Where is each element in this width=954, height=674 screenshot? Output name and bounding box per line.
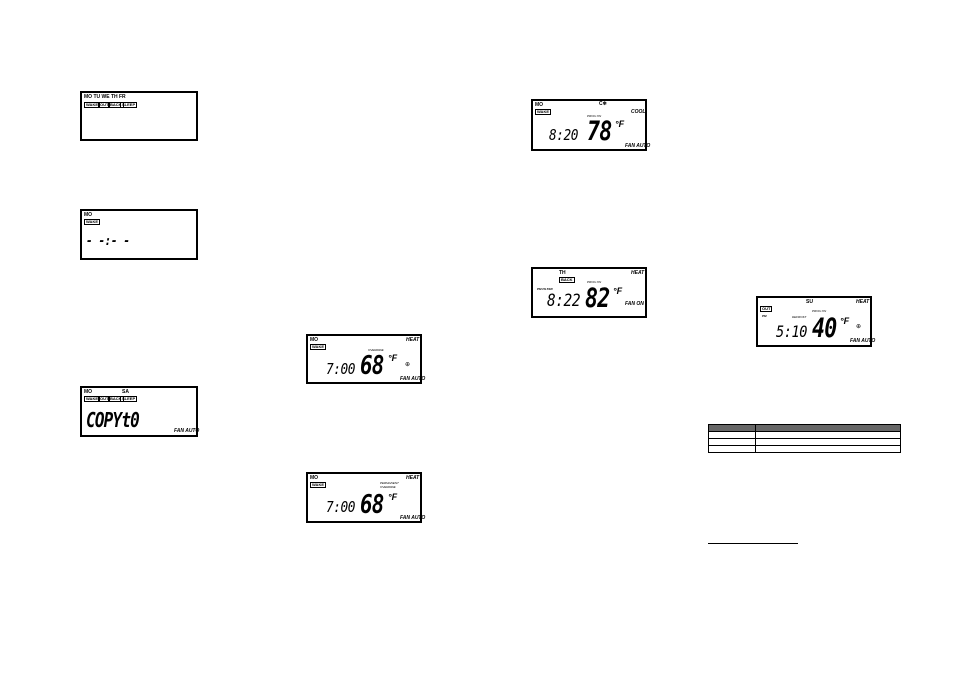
- lcd-time: 7:00: [326, 498, 356, 516]
- lcd-permanent-override: MO HEAT WAKE PERMANENT OVERRIDE 7:00 68 …: [306, 472, 426, 523]
- table-cell: [755, 438, 901, 446]
- table-header-cell: [755, 424, 901, 432]
- lcd-day-to: SA: [122, 389, 129, 395]
- lcd-temp-unit: °F: [840, 316, 850, 326]
- lcd-temp: 82: [585, 283, 610, 314]
- lcd-day: MO: [310, 337, 319, 343]
- lcd-tag-out: OUT: [98, 102, 111, 108]
- lcd-pm: PM: [762, 314, 767, 318]
- lcd-time-blank: MO WAKE - -:- -: [80, 209, 198, 260]
- lcd-tag-sleep: SLEEP: [120, 396, 138, 402]
- lcd-day-from: MO: [84, 389, 93, 395]
- lcd-tag-back: BACK: [108, 102, 124, 108]
- lcd-day: MO: [535, 102, 544, 108]
- lcd-time: 7:00: [326, 360, 356, 378]
- table-header-row: [708, 424, 901, 432]
- lcd-tag-wake: WAKE: [84, 219, 100, 225]
- lcd-mode: COOL: [631, 109, 646, 115]
- lcd-defrost-note: DEFROST: [792, 315, 807, 319]
- lcd-fan-mode: FAN AUTO: [400, 515, 426, 521]
- lcd-pm-filter: PM FILTER: [537, 287, 553, 291]
- lcd-tag-back: BACK: [559, 277, 575, 283]
- lcd-temp: 40: [812, 313, 837, 344]
- lcd-override-note: OVERRIDE: [380, 485, 396, 489]
- lcd-days: MO TU WE TH FR: [84, 94, 126, 100]
- lcd-prog-note: PROG ON: [587, 280, 602, 284]
- table-cell: [755, 431, 901, 439]
- lcd-tag-sleep: SLEEP: [120, 102, 138, 108]
- lcd-fan-mode: FAN AUTO: [850, 338, 876, 344]
- lcd-mode: HEAT: [406, 475, 420, 481]
- lcd-permanent-note: PERMANENT: [380, 481, 399, 485]
- lcd-temp: 68: [360, 490, 384, 520]
- lcd-temp-unit: °F: [615, 119, 625, 129]
- lcd-tag-out: OUT: [760, 306, 773, 312]
- lcd-copy-to: MO SA WAKE OUT BACK SLEEP COPYt0 FAN AUT…: [80, 386, 200, 437]
- table-row: [708, 431, 901, 439]
- lcd-copy-text: COPYt0: [86, 408, 140, 432]
- clock-icon: ⊕: [405, 362, 411, 368]
- lcd-days-select: MO TU WE TH FR WAKE OUT BACK SLEEP: [80, 91, 198, 141]
- lcd-cool-mode: MO C❄ COOL WAKE PROG ON 8:20 78 °F FAN A…: [531, 99, 651, 151]
- settings-table: [708, 424, 901, 453]
- table-header-cell: [708, 424, 756, 432]
- lcd-mode: HEAT: [631, 270, 645, 276]
- lcd-mode: HEAT: [406, 337, 420, 343]
- lcd-day: MO: [310, 475, 319, 481]
- lcd-day: SU: [806, 299, 813, 305]
- lcd-temp-unit: °F: [388, 492, 398, 502]
- lcd-tag-wake: WAKE: [535, 109, 551, 115]
- lcd-time: 5:10: [776, 322, 808, 341]
- lcd-override: MO HEAT WAKE OVERRIDE 7:00 68 °F ⊕ FAN A…: [306, 334, 426, 384]
- table-cell: [755, 445, 901, 453]
- lcd-prog-note: PROG ON: [587, 114, 602, 118]
- lcd-fan-mode: FAN AUTO: [400, 376, 426, 382]
- lcd-time: 8:20: [549, 126, 579, 144]
- lcd-tag-back: BACK: [108, 396, 124, 402]
- table-cell: [708, 438, 756, 446]
- lcd-fan-mode: FAN ON: [625, 301, 644, 307]
- table-cell: [708, 431, 756, 439]
- lcd-temp-unit: °F: [613, 286, 623, 296]
- lcd-heat-fan-on: TH HEAT BACK PROG ON PM FILTER 8:22 82 °…: [531, 267, 647, 318]
- underline-divider: [708, 543, 798, 544]
- table-cell: [708, 445, 756, 453]
- lcd-tag-wake: WAKE: [84, 396, 100, 402]
- lcd-tag-wake: WAKE: [310, 482, 326, 488]
- lcd-tag-wake: WAKE: [84, 102, 100, 108]
- lcd-tag-wake: WAKE: [310, 344, 326, 350]
- lcd-time: 8:22: [547, 291, 581, 311]
- lcd-defrost: SU HEAT OUT PROG ON PM DEFROST 5:10 40 °…: [756, 296, 876, 347]
- clock-icon: ⊕: [856, 324, 862, 330]
- lcd-time: - -:- -: [86, 234, 130, 249]
- lcd-temp: 68: [360, 351, 384, 381]
- lcd-override-note: OVERRIDE: [368, 348, 384, 352]
- lcd-mode: HEAT: [856, 299, 870, 305]
- table-row: [708, 438, 901, 446]
- lcd-temp: 78: [587, 116, 612, 147]
- lcd-temp-unit: °F: [388, 353, 398, 363]
- lcd-day: TH: [559, 270, 566, 276]
- lcd-tag-out: OUT: [98, 396, 111, 402]
- lcd-prog-note: PROG ON: [812, 309, 827, 313]
- lcd-day: MO: [84, 212, 93, 218]
- snowflake-icon: C❄: [599, 101, 607, 107]
- table-row: [708, 445, 901, 453]
- lcd-fan-mode: FAN AUTO: [174, 428, 200, 434]
- lcd-fan-mode: FAN AUTO: [625, 143, 651, 149]
